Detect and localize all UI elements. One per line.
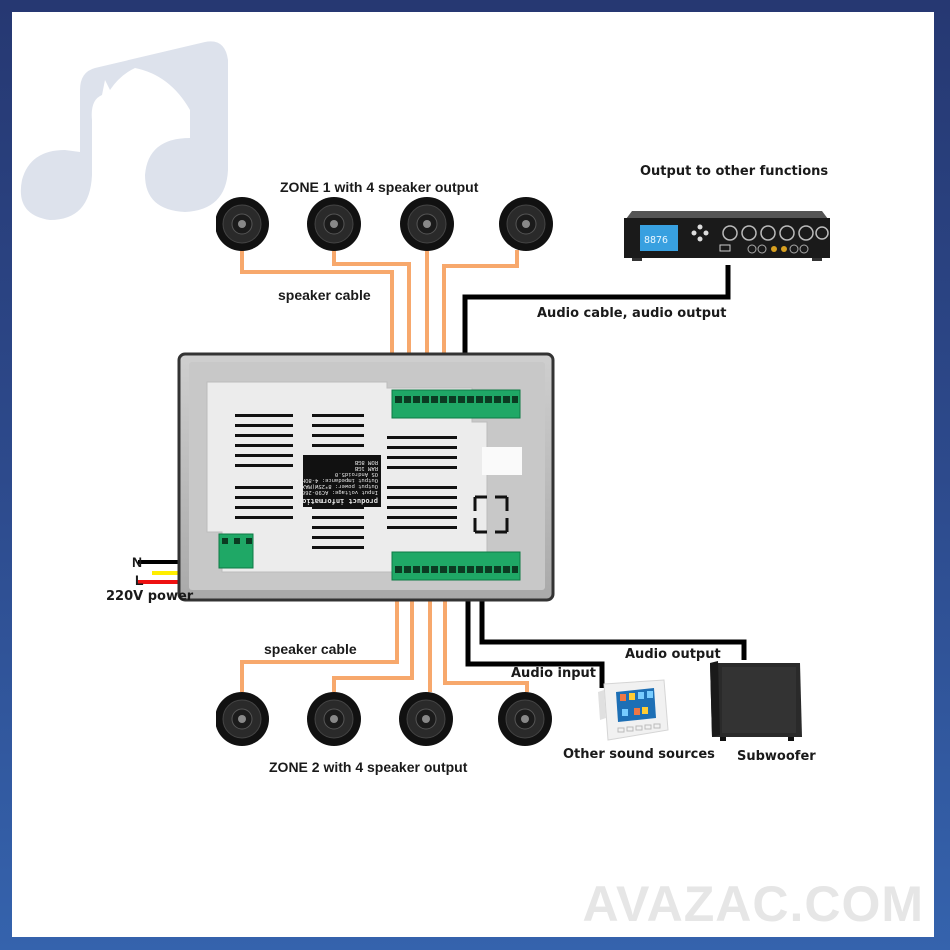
audio-output-cable [479, 567, 747, 660]
amplifier-device-icon: 8876 [624, 211, 830, 261]
amplifier-audio-cable [462, 265, 731, 382]
zone2-cable-1 [240, 567, 399, 692]
vent-slots [235, 414, 457, 549]
subwoofer-label: Subwoofer [737, 749, 816, 764]
power-voltage-label: 220V power [106, 589, 194, 604]
zone1-speakers [216, 197, 553, 251]
bracket-mark [473, 495, 509, 534]
zone1-cable-2 [332, 250, 411, 380]
speaker-icon [498, 692, 552, 746]
speaker-icon [307, 692, 361, 746]
site-watermark: AVAZAC.COM [582, 876, 924, 932]
bottom-terminal-block [391, 551, 521, 581]
product-info-title: product information [298, 497, 378, 505]
svg-text:ROM 8GB: ROM 8GB [354, 459, 378, 465]
svg-text:RAM 1GB: RAM 1GB [354, 465, 378, 471]
zone1-cable-1 [240, 250, 394, 380]
speaker-icon [499, 197, 553, 251]
speaker-icon [216, 692, 269, 746]
subwoofer-device-icon [710, 661, 802, 741]
audio-input-label: Audio input [511, 666, 597, 681]
sound-source-label: Other sound sources [563, 747, 715, 762]
top-terminal-block [391, 389, 521, 419]
amplifier-screen [640, 225, 678, 251]
amplifier-cable-label: Audio cable, audio output [537, 306, 727, 321]
zone2-speakers [216, 692, 552, 746]
zone1-cable-4 [442, 250, 519, 380]
svg-text:8876: 8876 [644, 235, 668, 246]
zone2-title: ZONE 2 with 4 speaker output [269, 759, 468, 775]
zone2-cable-label: speaker cable [264, 641, 357, 657]
zone2-cable-4 [443, 567, 529, 692]
audio-output-label: Audio output [625, 647, 721, 662]
svg-text:Output power: 8*25W(MAX): Output power: 8*25W(MAX) [299, 483, 378, 489]
zone2-cable-2 [332, 567, 414, 692]
audio-input-cable [465, 567, 605, 688]
svg-text:Input voltage: AC90-260V: Input voltage: AC90-260V [298, 489, 378, 495]
main-unit-back-panel: product information Input voltage: AC90-… [177, 352, 555, 602]
power-terminal-block [218, 533, 254, 569]
diagram-canvas: product information Input voltage: AC90-… [12, 12, 934, 937]
zone1-title: ZONE 1 with 4 speaker output [280, 179, 479, 195]
sound-source-device-icon [598, 679, 669, 741]
power-n-label: N [132, 554, 143, 570]
svg-text:Output impedance: 4-8OHM: Output impedance: 4-8OHM [298, 477, 378, 483]
amplifier-title: Output to other functions [640, 164, 829, 179]
product-info-label: product information Input voltage: AC90-… [298, 455, 381, 507]
speaker-icon [216, 197, 269, 251]
power-l-label: L [135, 572, 144, 588]
zone1-cable-label: speaker cable [278, 287, 371, 303]
music-note-bird-logo-icon [20, 41, 229, 220]
speaker-icon [307, 197, 361, 251]
speaker-icon [400, 197, 454, 251]
svg-text:OS Android5.0: OS Android5.0 [335, 471, 378, 477]
speaker-icon [399, 692, 453, 746]
